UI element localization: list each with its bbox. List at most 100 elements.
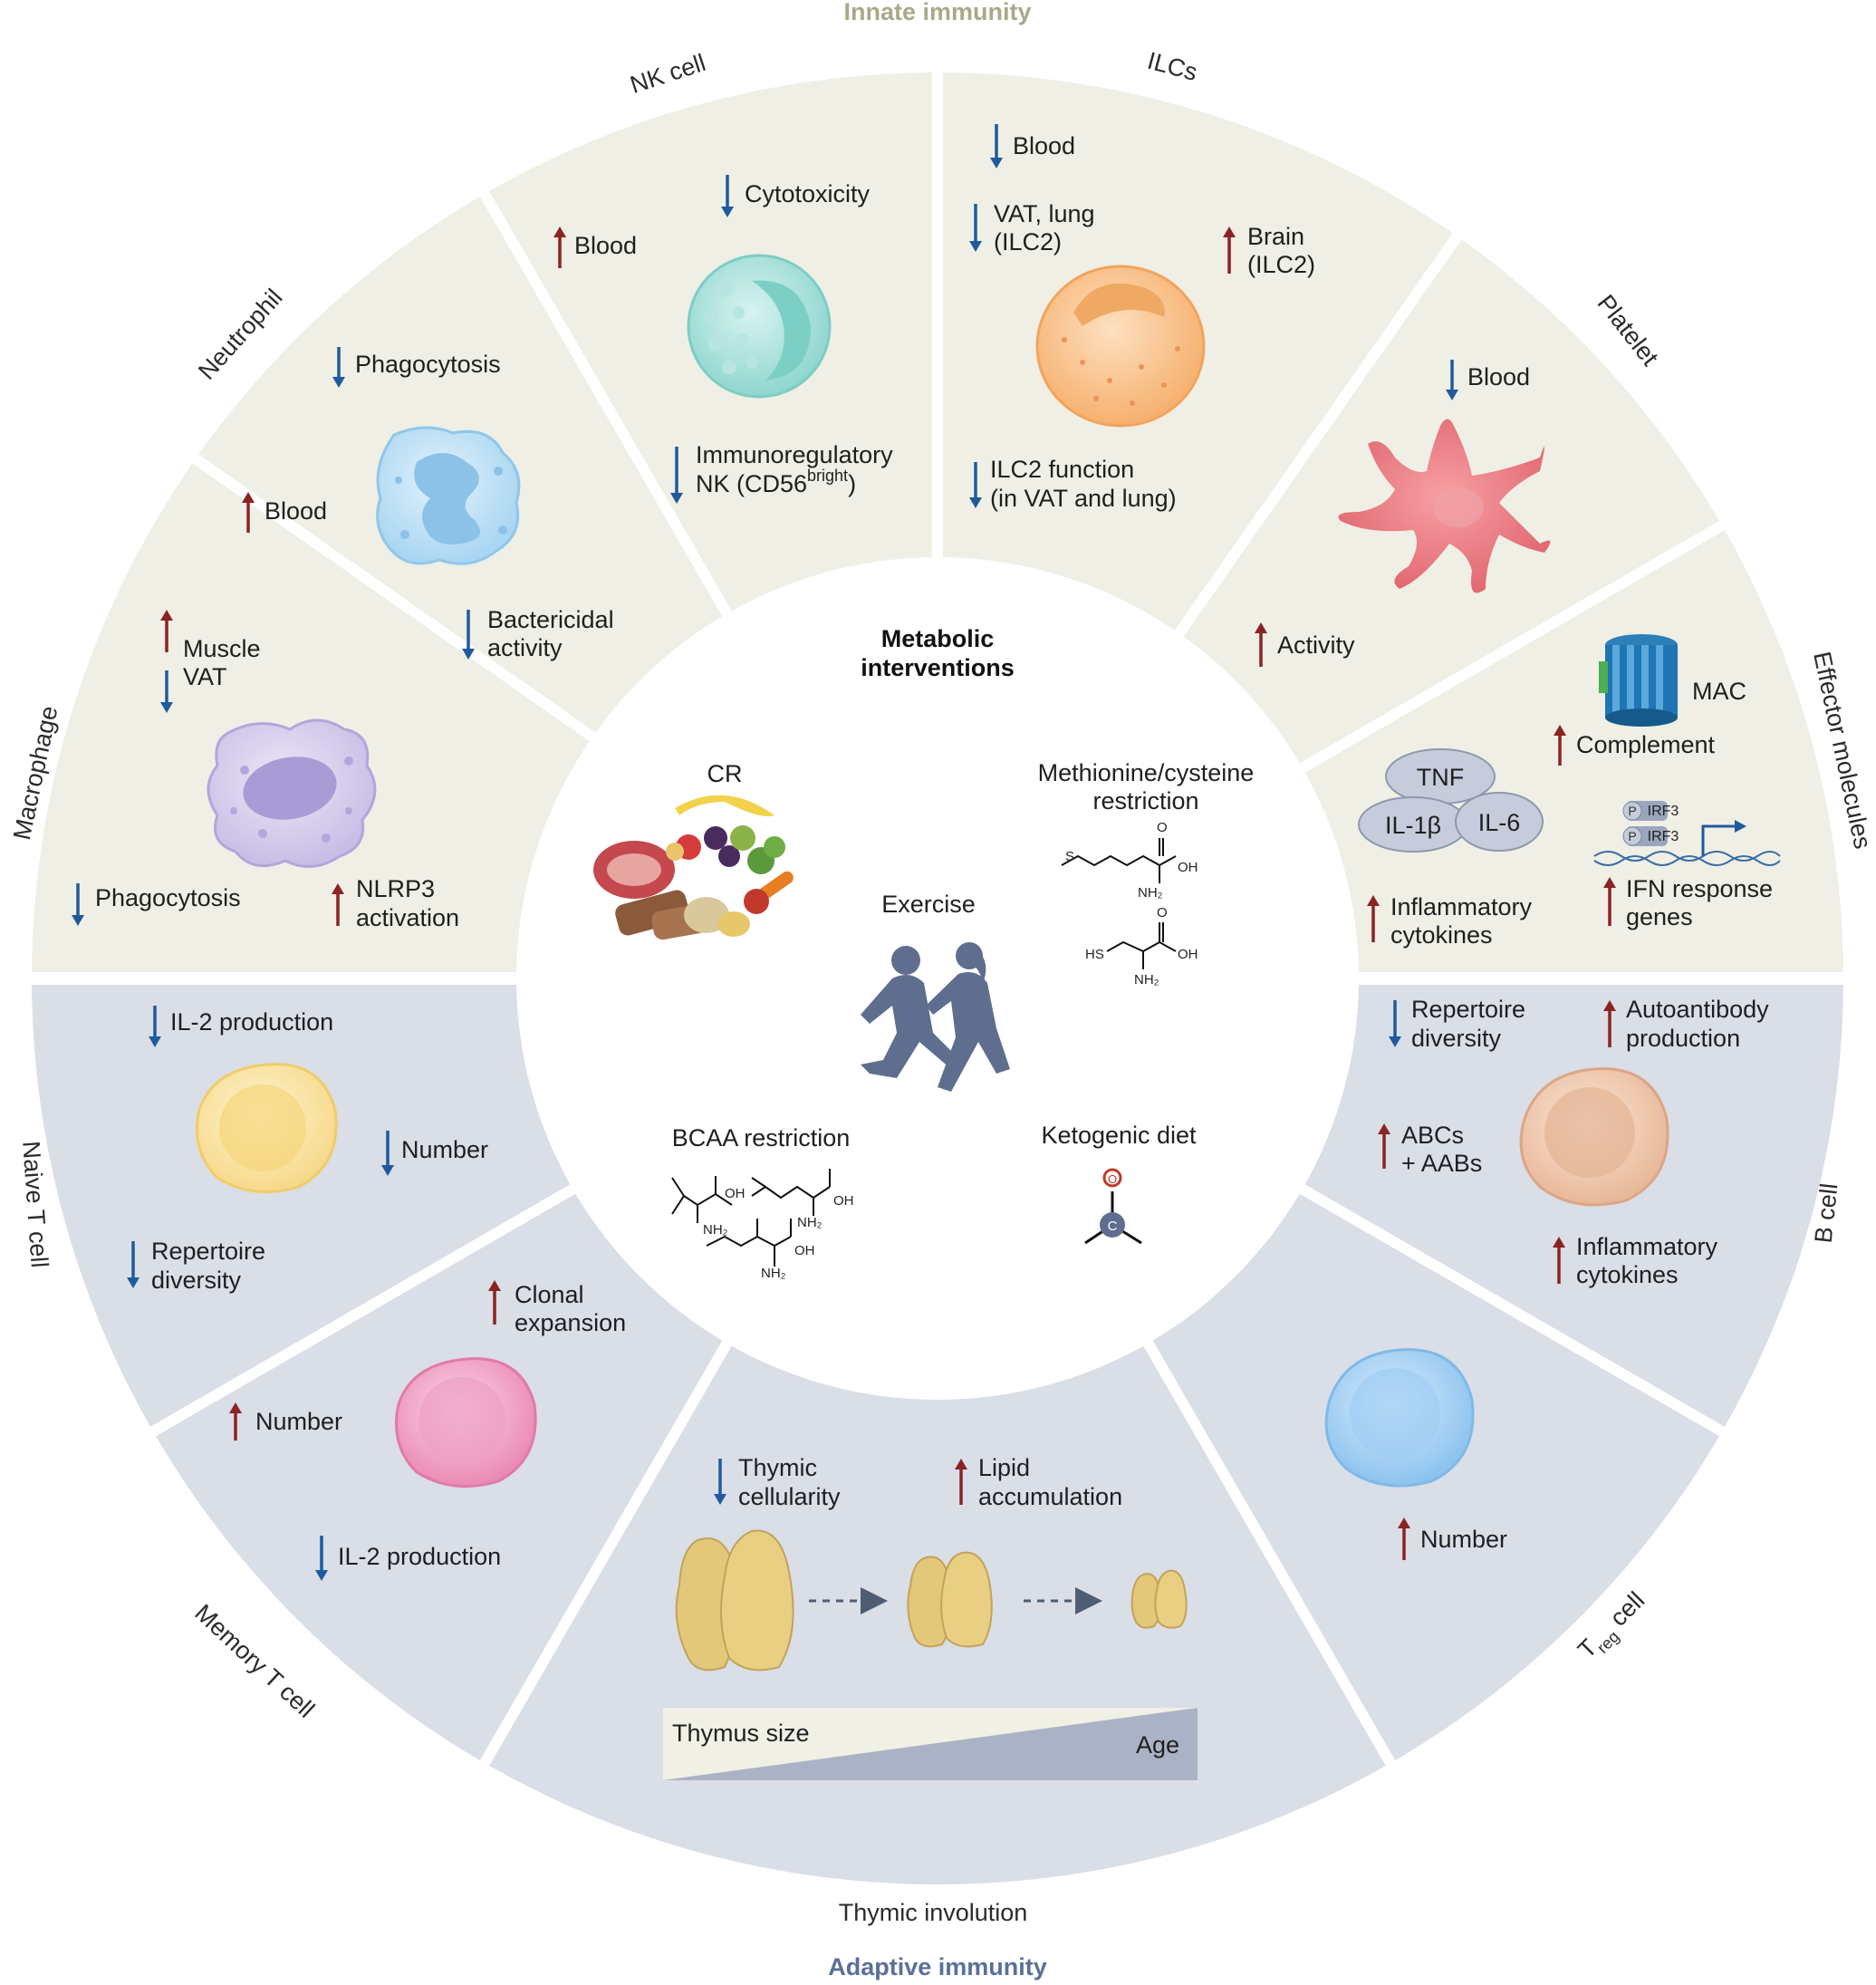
cr-label: CR — [707, 760, 743, 787]
bcaa-oh-1: OH — [725, 1186, 746, 1201]
effector-ifn-2: genes — [1626, 903, 1693, 930]
memory-t-cell — [395, 1357, 537, 1489]
cysteine-structure — [1106, 922, 1177, 969]
treg-segment: Treg cell Number — [1324, 1348, 1650, 1663]
increase-arrow-icon — [229, 1402, 242, 1441]
neutrophil-blood: Blood — [265, 497, 327, 525]
treg-label-rest: cell — [1600, 1586, 1650, 1636]
effector-mac: MAC — [1692, 678, 1746, 705]
effector-il1b: IL-1β — [1385, 812, 1441, 839]
naive-rep-1: Repertoire — [151, 1238, 265, 1265]
methionine-label-2: restriction — [1092, 787, 1198, 814]
bcell-rep-2: diversity — [1411, 1025, 1502, 1052]
segment-divider — [1292, 516, 1733, 777]
food-illustration — [593, 795, 794, 940]
thymus-size-label: Thymus size — [672, 1720, 810, 1747]
thymus-age-label: Age — [1136, 1731, 1179, 1759]
nk-immuno-2-main: NK (CD56 — [696, 470, 807, 497]
memory-number: Number — [255, 1408, 342, 1435]
segment-divider — [1292, 1180, 1733, 1441]
increase-arrow-icon — [1223, 226, 1236, 274]
bcaa-structures — [671, 1169, 831, 1267]
increase-arrow-icon — [1378, 1123, 1390, 1169]
decrease-arrow-icon — [714, 1459, 726, 1505]
ketone-c: C — [1108, 1219, 1118, 1234]
platelet-activity: Activity — [1277, 631, 1355, 659]
ketone-o: O — [1108, 1172, 1117, 1186]
ilcs-func-1: ILC2 function — [990, 456, 1134, 483]
increase-arrow-icon — [1603, 1000, 1616, 1047]
increase-arrow-icon — [1398, 1518, 1410, 1560]
b-cell-segment: B cell Repertoire diversity Autoantibody… — [1401, 996, 1842, 1288]
thymus-age-wedge — [663, 1708, 1198, 1780]
effector-segment: Effector molecules MAC Complement TNF IL… — [1358, 634, 1876, 949]
bcell-auto-1: Autoantibody — [1626, 996, 1769, 1023]
thymic-lipid-2: accumulation — [978, 1483, 1122, 1510]
decrease-arrow-icon — [72, 883, 84, 926]
ilcs-func-2: (in VAT and lung) — [990, 485, 1177, 512]
ilcs-brain-1: Brain — [1247, 223, 1304, 250]
macrophage-vat: VAT — [183, 663, 227, 690]
segment-divider — [1139, 1333, 1400, 1774]
effector-tnf: TNF — [1417, 764, 1464, 791]
b-cell-label: B cell — [1810, 1182, 1843, 1245]
cytokine-blobs — [1358, 748, 1544, 853]
segment-divider — [475, 183, 736, 624]
thymic-lipid-1: Lipid — [978, 1454, 1030, 1481]
neutrophil-cell — [376, 426, 521, 565]
platelet-label: Platelet — [1592, 290, 1664, 371]
thymic-label: Thymic involution — [839, 1899, 1028, 1926]
increase-arrow-icon — [553, 226, 566, 268]
segment-divider — [185, 448, 603, 747]
cys-o: O — [1157, 905, 1168, 920]
macrophage-phagocytosis: Phagocytosis — [95, 884, 241, 911]
effector-il6: IL-6 — [1478, 809, 1521, 836]
adaptive-background — [32, 978, 1843, 1884]
naive-t-cell — [196, 1063, 338, 1194]
met-s: S — [1065, 849, 1074, 864]
memory-clonal-1: Clonal — [515, 1281, 584, 1308]
b-cell — [1519, 1067, 1669, 1207]
irf3-p-2: P — [1628, 829, 1636, 843]
bcell-inflam-1: Inflammatory — [1576, 1233, 1718, 1260]
ilcs-blood: Blood — [1013, 132, 1075, 159]
increase-arrow-icon — [332, 883, 344, 926]
increase-arrow-icon — [1553, 1237, 1565, 1284]
innate-header: Innate immunity — [843, 0, 1031, 25]
naive-rep-2: diversity — [151, 1267, 242, 1294]
macrophage-segment: Macrophage Muscle VAT Phagocytosis NLRP3… — [8, 635, 459, 931]
naive-il2: IL-2 production — [170, 1008, 333, 1036]
ilcs-brain-2: (ILC2) — [1247, 251, 1315, 278]
met-o: O — [1157, 820, 1168, 835]
decrease-arrow-icon — [990, 124, 1003, 169]
thymus-large — [675, 1529, 794, 1672]
bcaa-oh-3: OH — [794, 1243, 815, 1258]
macrophage-muscle: Muscle — [183, 635, 261, 662]
decrease-arrow-icon — [1389, 1000, 1401, 1047]
segment-divider — [142, 1180, 583, 1441]
bcell-auto-2: production — [1626, 1025, 1740, 1052]
increase-arrow-icon — [160, 610, 173, 652]
thymic-cell-2: cellularity — [738, 1483, 841, 1510]
increase-arrow-icon — [242, 492, 255, 533]
segment-dividers — [23, 63, 1852, 1774]
macrophage-nlrp3-2: activation — [356, 904, 459, 931]
bcaa-oh-2: OH — [833, 1193, 854, 1209]
center-title-1: Metabolic — [881, 625, 995, 652]
decrease-arrow-icon — [1446, 360, 1458, 400]
ilcs-label: ILCs — [1145, 47, 1200, 86]
decrease-arrow-icon — [127, 1241, 139, 1288]
segment-divider — [1169, 226, 1467, 644]
bcell-abc-2: + AABs — [1401, 1150, 1482, 1177]
cys-oh: OH — [1178, 947, 1198, 962]
decrease-arrow-icon — [462, 610, 475, 660]
platelet-cell — [1338, 419, 1551, 593]
irf3-complex — [1593, 801, 1781, 866]
effector-inflam-1: Inflammatory — [1390, 893, 1533, 920]
naive-number: Number — [401, 1136, 488, 1163]
decrease-arrow-icon — [670, 447, 683, 504]
increase-arrow-icon — [488, 1280, 501, 1325]
ketogenic-label: Ketogenic diet — [1041, 1122, 1197, 1149]
treg-number: Number — [1420, 1526, 1507, 1553]
